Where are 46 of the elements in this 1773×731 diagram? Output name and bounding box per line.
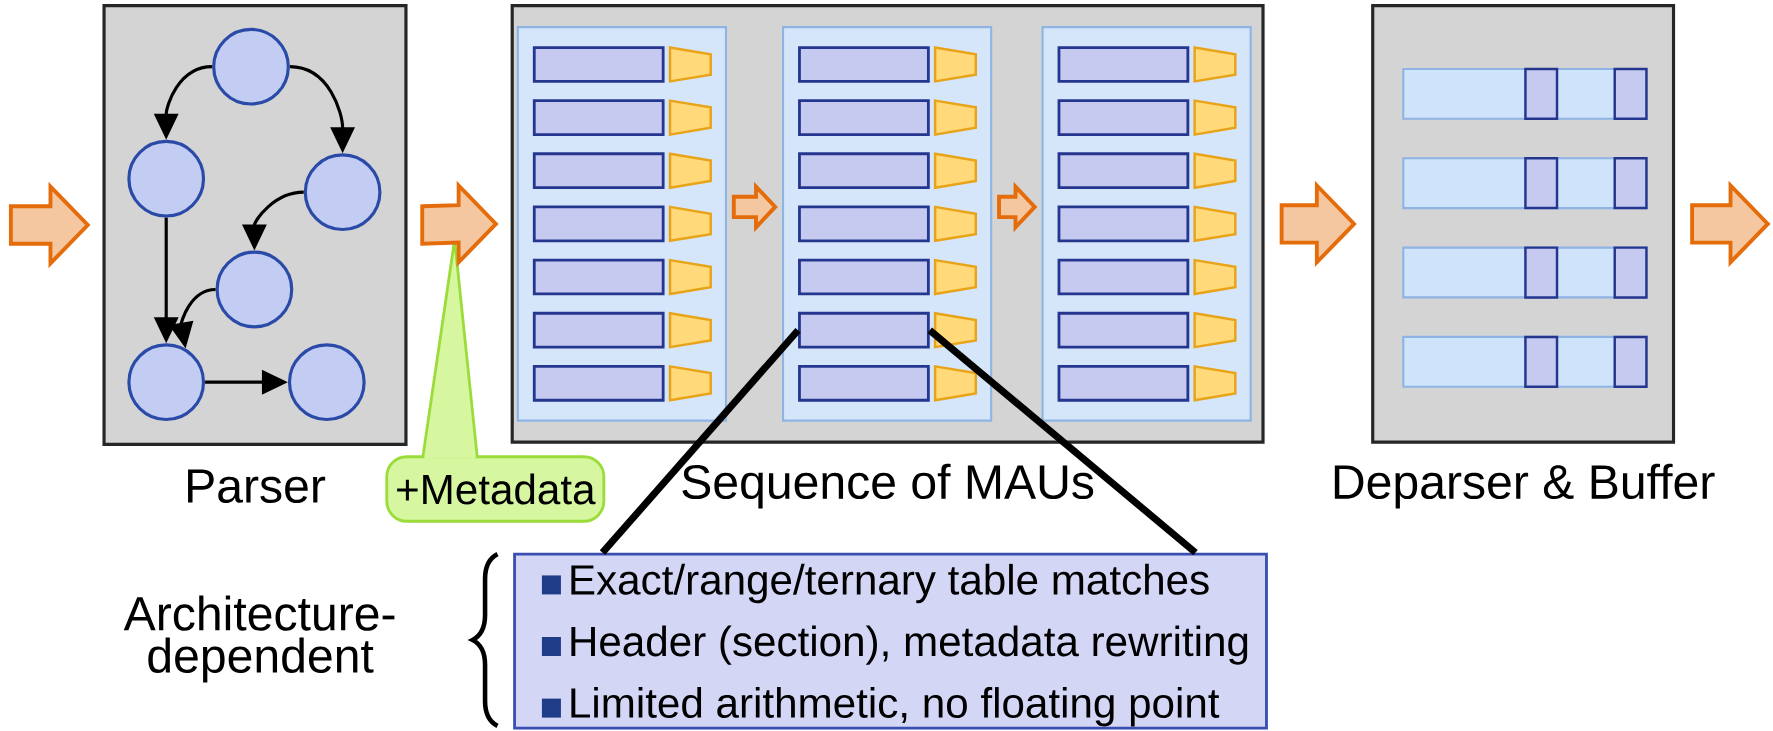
table-bar: [532, 152, 665, 190]
table-bar: [798, 99, 930, 137]
table-bar: [1057, 46, 1190, 84]
table-bar: [1057, 205, 1190, 243]
leader-line: [927, 327, 1198, 556]
table-bar: [1057, 99, 1190, 137]
bullet-item: Limited arithmetic, no floating point: [541, 687, 1220, 727]
table-bar: [532, 312, 665, 349]
bullet-item: Header (section), metadata rewriting: [541, 625, 1248, 666]
table-bar: [798, 205, 930, 243]
block-arrow: [8, 182, 91, 269]
state-circle: [303, 153, 382, 232]
table-bar: [798, 46, 930, 84]
stage-label: Sequence of MAUs: [682, 464, 1094, 509]
side-label: Architecture-dependent: [123, 595, 395, 683]
buffer-bar: [1402, 246, 1648, 299]
table-bar: [1057, 258, 1190, 296]
block-arrow: [420, 181, 499, 268]
table-bar: [1057, 312, 1190, 349]
table-bar: [532, 99, 665, 137]
buffer-bar: [1402, 157, 1648, 210]
state-circle: [127, 140, 206, 218]
state-circle: [127, 343, 206, 422]
table-bar: [1057, 152, 1190, 190]
table-bar: [798, 312, 930, 349]
stage-label: Deparser & Buffer: [1334, 464, 1715, 509]
state-circle: [212, 28, 290, 106]
table-bar: [798, 365, 930, 402]
block-arrow: [731, 182, 778, 233]
block-arrow: [1690, 181, 1771, 268]
table-bar: [798, 152, 930, 190]
table-bar: [798, 258, 930, 296]
table-bar: [1057, 365, 1190, 402]
buffer-bar: [1402, 68, 1648, 121]
state-circle: [287, 343, 366, 422]
block-arrow: [1279, 180, 1357, 268]
table-bar: [532, 205, 665, 243]
bullet-item: Exact/range/ternary table matches: [541, 564, 1209, 604]
table-bar: [532, 258, 665, 296]
table-bar: [532, 46, 665, 84]
callout-bubble: +Metadata: [385, 228, 606, 523]
block-arrow: [997, 182, 1038, 233]
state-circle: [215, 250, 294, 329]
buffer-bar: [1402, 336, 1648, 389]
stage-label: Parser: [188, 469, 326, 504]
table-bar: [532, 365, 665, 402]
